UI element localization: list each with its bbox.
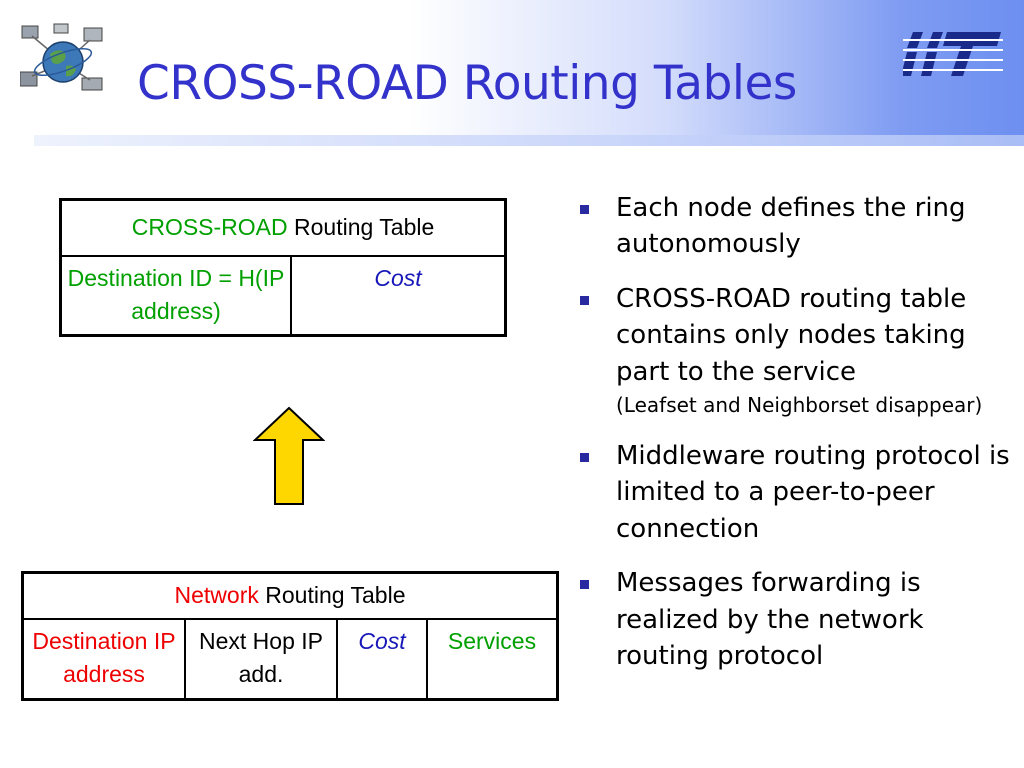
slide-title: CROSS-ROAD Routing Tables [137, 56, 797, 111]
header-band [0, 0, 1024, 146]
bullet-text: Middleware routing protocol is limited t… [616, 440, 1010, 544]
square-bullet-icon [580, 452, 589, 462]
bullet-note: (Leafset and Neighborset disappear) [616, 392, 983, 417]
cost-cell: Cost [336, 618, 428, 701]
header-rule [34, 135, 1024, 146]
iit-logo [903, 32, 1003, 76]
bullet-text: Each node defines the ring autonomously [616, 193, 966, 260]
table-header-cell: Network Routing Table [21, 571, 559, 620]
network-label: Network [174, 582, 259, 609]
bullet-text: Messages forwarding is realized by the n… [616, 568, 924, 671]
up-arrow-icon [253, 406, 325, 505]
table-header-row: Network Routing Table [21, 571, 559, 620]
list-item: Middleware routing protocol is limited t… [578, 438, 1018, 547]
table-row: Destination ID = H(IP address) Cost [59, 254, 507, 337]
next-hop-cell: Next Hop IP add. [184, 618, 338, 701]
bullet-list: Each node defines the ring autonomously … [578, 190, 1018, 692]
cross-road-label: CROSS-ROAD [131, 214, 288, 241]
list-item: Each node defines the ring autonomously [578, 190, 1018, 263]
routing-table-label: Routing Table [258, 582, 406, 609]
bullet-text: CROSS-ROAD routing table contains only n… [616, 283, 967, 387]
table-header-cell: CROSS-ROAD Routing Table [59, 198, 507, 257]
list-item: CROSS-ROAD routing table contains only n… [578, 281, 1018, 420]
square-bullet-icon [580, 205, 589, 214]
cross-road-routing-table: CROSS-ROAD Routing Table Destination ID … [59, 198, 507, 337]
destination-id-cell: Destination ID = H(IP address) [59, 254, 292, 337]
square-bullet-icon [580, 580, 589, 590]
globe-network-logo [20, 23, 103, 91]
destination-ip-cell: Destination IP address [21, 618, 186, 701]
table-row: Destination IP address Next Hop IP add. … [21, 618, 559, 701]
routing-table-label: Routing Table [287, 214, 435, 241]
list-item: Messages forwarding is realized by the n… [578, 565, 1018, 674]
cost-cell: Cost [290, 254, 507, 337]
square-bullet-icon [580, 295, 589, 305]
network-routing-table: Network Routing Table Destination IP add… [21, 571, 559, 701]
services-cell: Services [426, 618, 559, 701]
table-header-row: CROSS-ROAD Routing Table [59, 198, 507, 257]
